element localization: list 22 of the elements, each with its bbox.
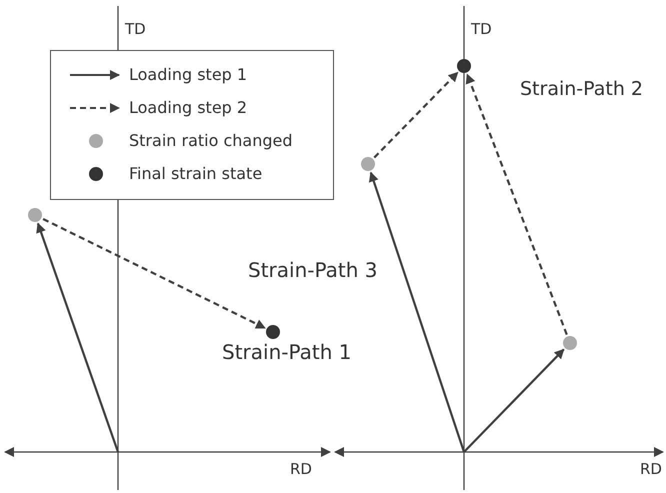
arrow — [36, 222, 120, 452]
point-marker — [361, 157, 375, 171]
legend-label: Strain ratio changed — [129, 131, 292, 150]
arrow — [368, 172, 466, 452]
legend-label: Loading step 2 — [129, 98, 248, 117]
arrow — [374, 72, 458, 158]
path-label: Strain-Path 2 — [520, 78, 644, 100]
point-marker — [28, 208, 42, 222]
arrow — [463, 348, 565, 453]
point-marker — [457, 59, 471, 73]
legend-label: Loading step 1 — [129, 65, 248, 84]
point-marker — [563, 336, 577, 350]
path-label: Strain-Path 3 — [248, 258, 378, 282]
arrow — [466, 73, 568, 335]
axis-label: RD — [290, 460, 312, 478]
path-label: Strain-Path 1 — [222, 340, 352, 364]
point-marker — [266, 325, 280, 339]
legend-label: Final strain state — [129, 164, 262, 183]
axis-label: TD — [125, 20, 146, 38]
axis-label: TD — [471, 20, 492, 38]
axis-label: RD — [640, 460, 662, 478]
arrow — [42, 218, 266, 330]
